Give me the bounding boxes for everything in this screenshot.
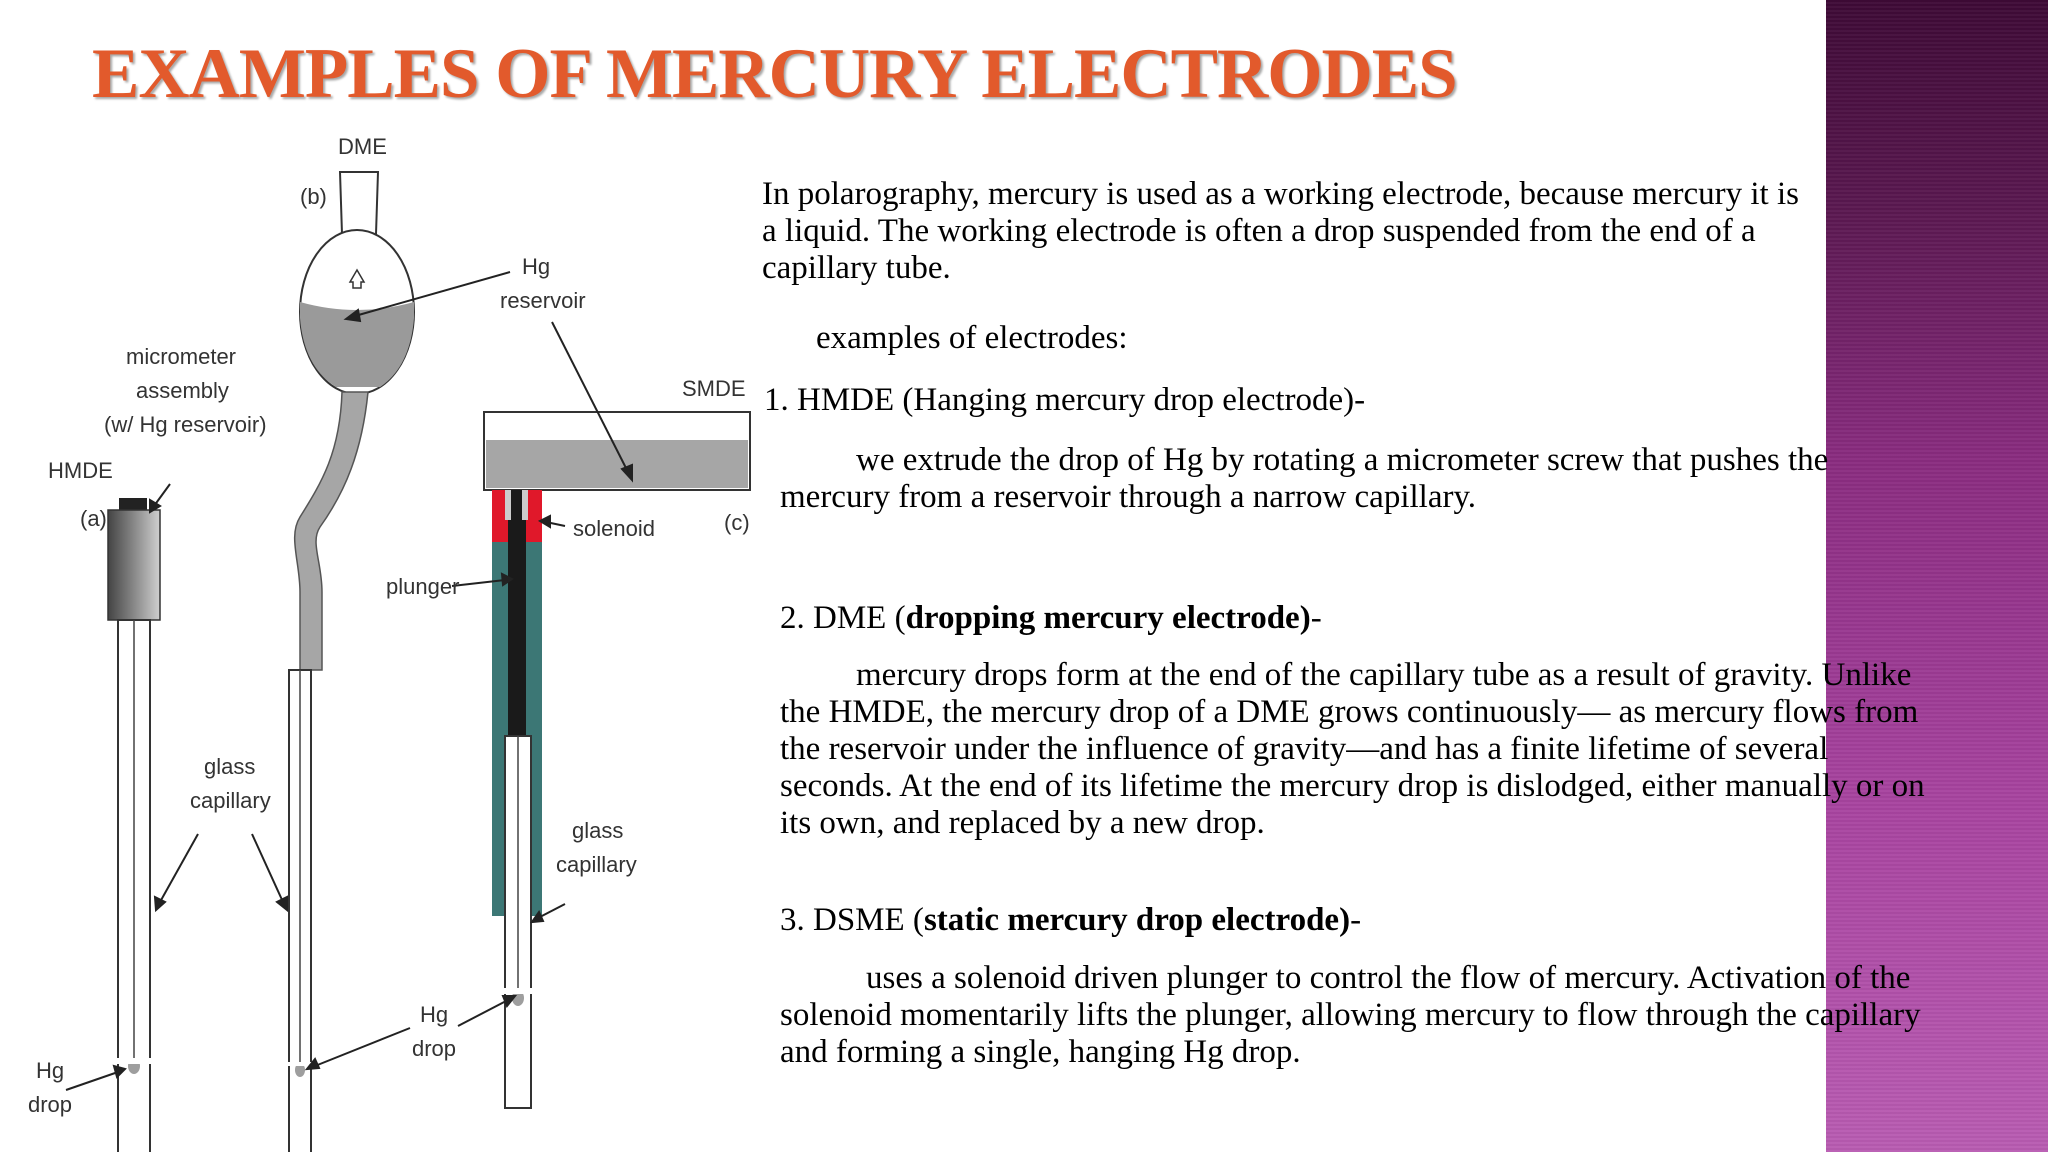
label-micrometer-line3: (w/ Hg reservoir): [104, 412, 267, 437]
slide-title: EXAMPLES OF MERCURY ELECTRODES: [92, 35, 1458, 113]
item2-heading-prefix: 2. DME (: [780, 600, 906, 636]
label-hmde: HMDE: [48, 458, 113, 483]
label-glass-capillary-right-line2: capillary: [556, 852, 637, 877]
label-dme: DME: [338, 134, 387, 159]
label-smde: SMDE: [682, 376, 746, 401]
item2-heading: 2. DME (dropping mercury electrode)-: [780, 600, 1322, 637]
decorative-side-band: [1826, 0, 2048, 1152]
diagram-labels: DME (b) Hg reservoir micrometer assembly…: [28, 134, 750, 1117]
label-hg-drop-mid-line1: Hg: [420, 1002, 448, 1027]
label-hg-reservoir-line1: Hg: [522, 254, 550, 279]
smde-hg-reservoir: [486, 440, 748, 488]
label-c: (c): [724, 510, 750, 535]
item1-description: we extrude the drop of Hg by rotating a …: [780, 442, 1880, 516]
smde-plunger: [508, 490, 526, 736]
item3-heading-prefix: 3. DSME (: [780, 902, 924, 938]
label-b: (b): [300, 184, 327, 209]
label-hg-drop-left-line2: drop: [28, 1092, 72, 1117]
diagram-arrows: [65, 271, 633, 1091]
item3-heading: 3. DSME (static mercury drop electrode)-: [780, 902, 1361, 939]
label-glass-capillary-left-line2: capillary: [190, 788, 271, 813]
dme-hg-drop: [295, 1063, 305, 1077]
label-solenoid: solenoid: [573, 516, 655, 541]
examples-label: examples of electrodes:: [816, 320, 1128, 356]
electrode-diagram-svg: DME (b) Hg reservoir micrometer assembly…: [0, 122, 760, 1152]
item3-description: uses a solenoid driven plunger to contro…: [780, 960, 1940, 1071]
dme-flow-icon: [348, 268, 366, 289]
item3-heading-suffix: -: [1350, 902, 1362, 938]
item3-heading-bold: static mercury drop electrode): [923, 902, 1351, 938]
label-hg-drop-mid-line2: drop: [412, 1036, 456, 1061]
hmde-electrode: [107, 498, 161, 1152]
smde-electrode: [483, 411, 751, 1109]
dme-neck: [338, 171, 380, 235]
item2-description-text: mercury drops form at the end of the cap…: [780, 657, 1925, 841]
item1-heading: 1. HMDE (Hanging mercury drop electrode)…: [764, 382, 1366, 418]
item3-description-text: uses a solenoid driven plunger to contro…: [780, 960, 1921, 1070]
intro-paragraph: In polarography, mercury is used as a wo…: [762, 176, 1799, 286]
label-micrometer-line2: assembly: [136, 378, 229, 403]
label-micrometer-line1: micrometer: [126, 344, 236, 369]
item2-heading-suffix: -: [1310, 600, 1322, 636]
electrode-diagram: DME (b) Hg reservoir micrometer assembly…: [0, 122, 760, 1152]
label-a: (a): [80, 506, 107, 531]
label-hg-reservoir-line2: reservoir: [500, 288, 586, 313]
label-glass-capillary-left-line1: glass: [204, 754, 255, 779]
hmde-micrometer-cap: [119, 498, 147, 512]
dme-glass-tube: [293, 391, 369, 671]
item2-heading-bold: dropping mercury electrode): [905, 600, 1311, 636]
label-hg-drop-left-line1: Hg: [36, 1058, 64, 1083]
hmde-capillary-end: [116, 1058, 152, 1064]
hmde-micrometer-body: [107, 509, 161, 621]
item2-description: mercury drops form at the end of the cap…: [780, 657, 1940, 842]
label-glass-capillary-right-line1: glass: [572, 818, 623, 843]
item1-description-text: we extrude the drop of Hg by rotating a …: [780, 442, 1829, 515]
dme-hg-reservoir-fill: [300, 302, 414, 387]
label-plunger: plunger: [386, 574, 459, 599]
